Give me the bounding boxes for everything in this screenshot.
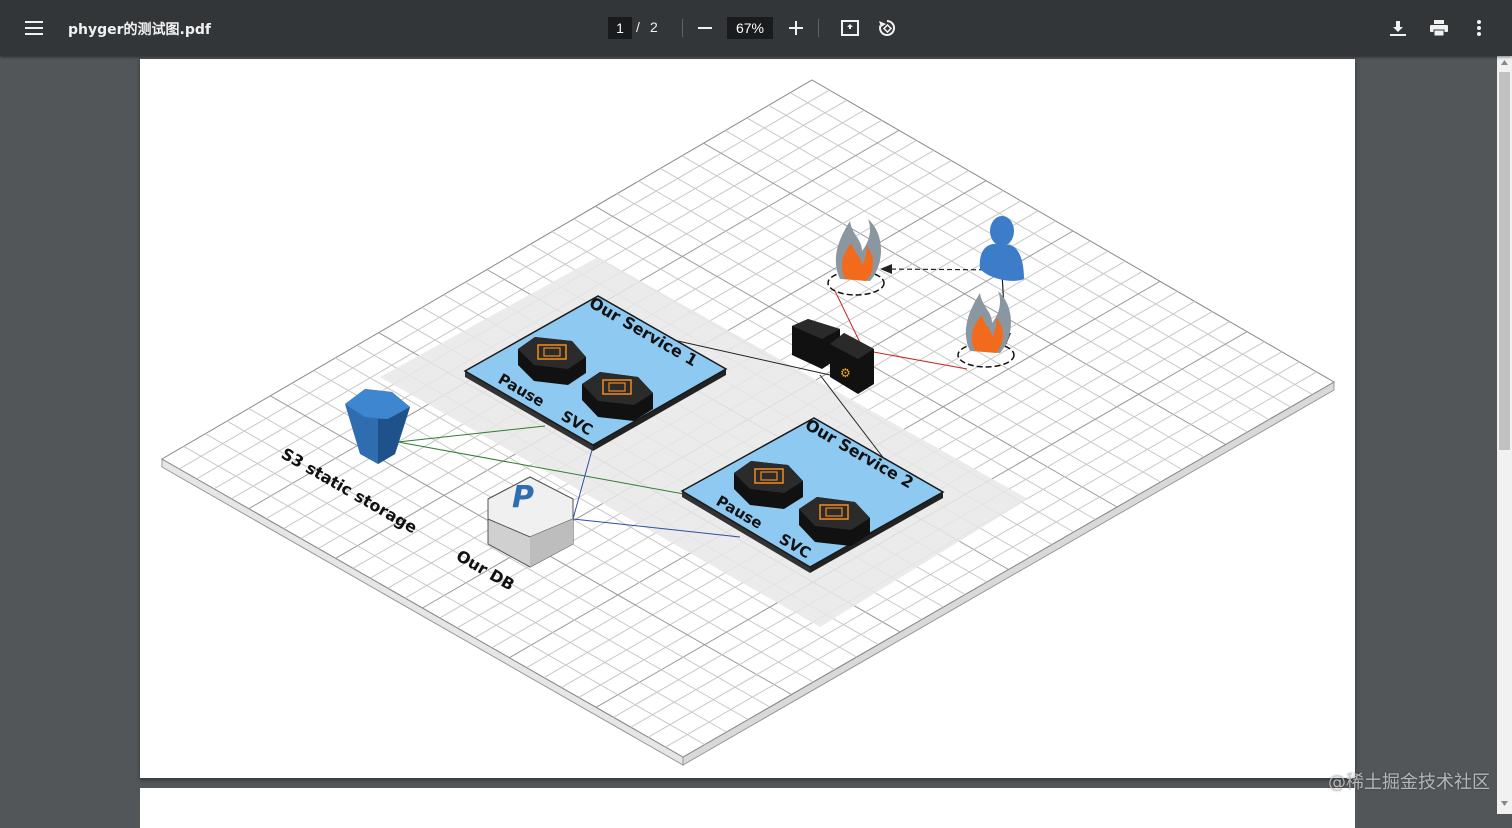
user-icon[interactable] bbox=[979, 216, 1024, 281]
service-1-pad[interactable]: Our Service 1 Pause SVC bbox=[463, 293, 728, 451]
fit-page-icon[interactable] bbox=[836, 14, 864, 42]
firewall-icon-2[interactable] bbox=[957, 291, 1015, 368]
document-title: phyger的测试图.pdf bbox=[68, 22, 211, 38]
watermark: @稀土掘金技术社区 bbox=[1328, 772, 1490, 793]
toolbar-divider bbox=[682, 19, 683, 37]
gear-icon: ⚙ bbox=[840, 366, 851, 380]
pdf-toolbar: phyger的测试图.pdf 1 / 2 67% bbox=[0, 0, 1512, 56]
grid-line bbox=[665, 371, 1317, 748]
zoom-level-input[interactable]: 67% bbox=[727, 17, 773, 39]
page-number-input[interactable]: 1 bbox=[608, 17, 632, 39]
svc-container-icon-1 bbox=[582, 372, 653, 421]
zoom-out-button[interactable] bbox=[691, 14, 719, 42]
grid-line bbox=[183, 445, 705, 745]
isometric-diagram: Our Service 1 Pause SVC Our Service 2 Pa… bbox=[161, 79, 1336, 766]
grid-line bbox=[648, 361, 1300, 738]
toolbar-divider bbox=[818, 19, 819, 37]
pause-container-icon-1 bbox=[518, 337, 586, 385]
database-icon[interactable]: P bbox=[487, 476, 574, 568]
firewall-icon-1[interactable] bbox=[827, 219, 885, 296]
download-icon[interactable] bbox=[1384, 14, 1412, 42]
scrollbar-thumb[interactable] bbox=[1499, 72, 1510, 450]
scroll-up-icon[interactable] bbox=[1500, 59, 1509, 67]
more-options-icon[interactable] bbox=[1465, 14, 1493, 42]
page-separator: / bbox=[636, 19, 640, 35]
pdf-page-2 bbox=[140, 788, 1355, 828]
s3-bucket-icon[interactable] bbox=[345, 389, 410, 464]
grid-line bbox=[205, 433, 727, 733]
pdf-page-1: Our Service 1 Pause SVC Our Service 2 Pa… bbox=[140, 59, 1355, 778]
rotate-icon[interactable] bbox=[873, 14, 901, 42]
total-pages: 2 bbox=[650, 19, 658, 35]
menu-icon[interactable] bbox=[20, 14, 48, 42]
gateway-blocks-icon[interactable]: ⚙ bbox=[792, 319, 874, 394]
grid-line bbox=[248, 408, 771, 708]
pause-container-icon-2 bbox=[734, 461, 803, 509]
scroll-down-icon[interactable] bbox=[1500, 800, 1509, 808]
db-logo: P bbox=[512, 480, 534, 515]
zoom-in-button[interactable] bbox=[782, 14, 810, 42]
print-icon[interactable] bbox=[1425, 14, 1453, 42]
grid-line bbox=[226, 420, 749, 720]
svc-container-icon-2 bbox=[799, 497, 870, 546]
